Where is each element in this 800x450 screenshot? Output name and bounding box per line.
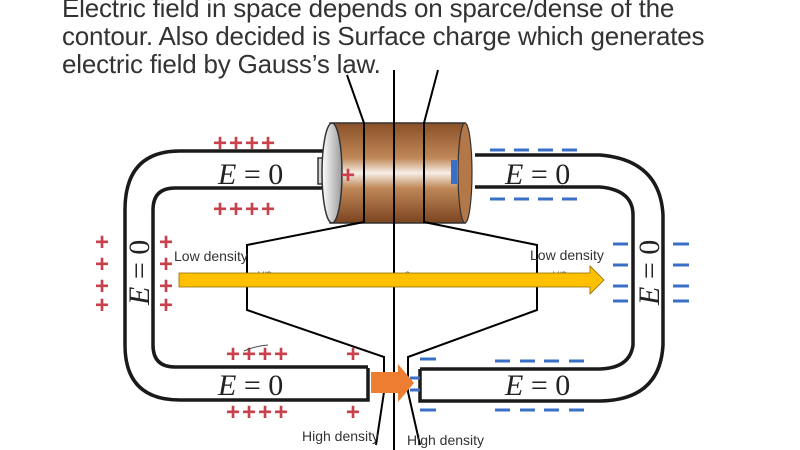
- battery: +: [317, 122, 473, 224]
- wire-outer-left: [123, 149, 370, 402]
- charges-top-left-lower: ++++: [213, 196, 277, 223]
- caption: Electric field in space depends on sparc…: [62, 0, 762, 78]
- charge-gap-lower: +: [346, 399, 360, 426]
- battery-positive-icon: +: [341, 162, 355, 189]
- caption-line-1: Electric field in space depends on sparc…: [62, 0, 675, 23]
- caption-line-2: contour. Also decided is Surface charge …: [62, 21, 705, 51]
- charges-bottom-left-upper: ++++: [226, 341, 290, 368]
- field-label-top-left: E = 0: [217, 158, 283, 191]
- field-label-bottom-right: E = 0: [504, 369, 570, 402]
- low-density-right-label: Low density: [530, 247, 604, 263]
- charge-left-inner-2: +: [159, 251, 173, 278]
- field-label-right: E = 0: [633, 240, 666, 306]
- charge-left-outer-2: +: [95, 251, 109, 278]
- high-density-right-label: High density: [407, 432, 484, 448]
- potential-arrow: [178, 265, 605, 295]
- field-label-left: E = 0: [123, 240, 156, 306]
- charge-gap-upper: +: [346, 341, 360, 368]
- stray-mark: [243, 344, 269, 352]
- charge-left-inner-4: +: [159, 292, 173, 319]
- wire-loop: [123, 149, 665, 403]
- field-label-top-right: E = 0: [504, 158, 570, 191]
- gap-field-arrow: [371, 364, 414, 402]
- charge-left-outer-3: +: [95, 273, 109, 300]
- charge-left-outer-4: +: [95, 292, 109, 319]
- wire-outer-right: [418, 153, 665, 403]
- charges-bottom-left-lower: ++++: [226, 399, 290, 426]
- charge-left-outer-1: +: [95, 229, 109, 256]
- charge-left-inner-1: +: [159, 229, 173, 256]
- negative-charges: [410, 148, 689, 412]
- high-density-left-label: High density: [302, 428, 379, 444]
- charge-left-inner-3: +: [159, 273, 173, 300]
- battery-cap: [321, 122, 343, 224]
- wire-inner-right: [420, 185, 635, 371]
- battery-negative-icon: [451, 160, 457, 184]
- charges-top-left-upper: ++++: [213, 130, 277, 157]
- wire-inner-left: [151, 186, 368, 369]
- low-density-left-label: Low density: [174, 248, 248, 264]
- field-label-bottom-left: E = 0: [217, 369, 283, 402]
- caption-line-3: electric field by Gauss’s law.: [62, 49, 381, 79]
